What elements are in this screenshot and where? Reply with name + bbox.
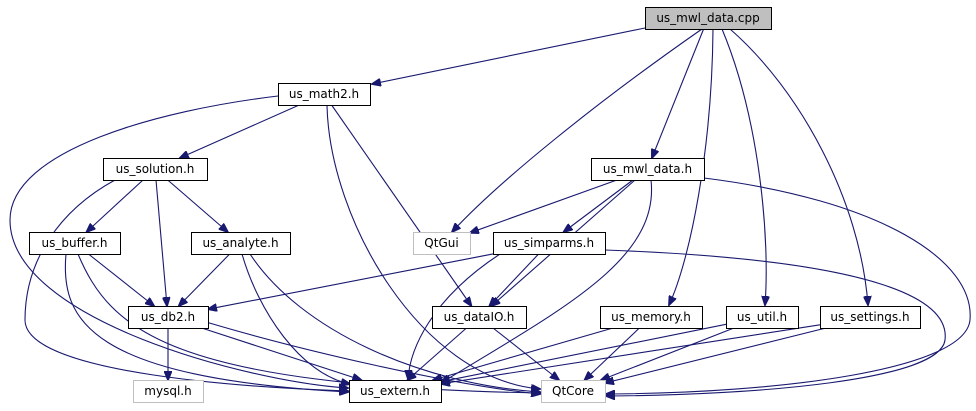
node-label: us_util.h — [737, 310, 787, 324]
node-util[interactable]: us_util.h — [726, 306, 799, 329]
node-label: us_settings.h — [830, 310, 909, 324]
node-box — [541, 380, 606, 403]
edge-settings-to-extern — [441, 324, 821, 384]
node-label: us_extern.h — [360, 384, 430, 398]
edge-simparms-to-extern — [408, 253, 501, 379]
edge-buffer-to-extern — [64, 253, 348, 392]
node-box — [128, 306, 209, 329]
edge-analyte-to-extern — [241, 253, 350, 384]
edge-dataio-to-extern — [408, 327, 467, 380]
node-box — [133, 380, 204, 403]
node-box — [413, 232, 471, 255]
edge-root-to-util — [721, 28, 766, 305]
node-label: QtGui — [424, 236, 458, 250]
edge-simparms-to-db2 — [208, 253, 494, 309]
edge-math2-to-qtcore — [326, 105, 540, 389]
node-label: us_math2.h — [289, 87, 359, 101]
edge-math2-to-solution — [180, 104, 300, 158]
node-box — [191, 232, 291, 255]
node-box — [600, 306, 703, 329]
node-label: us_analyte.h — [202, 236, 278, 250]
edge-db2-to-extern — [201, 327, 362, 380]
edge-db2-to-qtcore — [205, 321, 540, 394]
node-box — [349, 380, 442, 403]
node-db2[interactable]: us_db2.h — [128, 306, 209, 329]
node-box — [103, 158, 208, 181]
edge-mwl-to-extern — [441, 179, 653, 383]
node-box — [645, 7, 772, 30]
node-label: mysql.h — [144, 384, 191, 398]
node-box — [493, 232, 606, 255]
edge-math2-to-extern — [9, 95, 348, 388]
edge-simparms-to-qtcore — [605, 249, 946, 396]
edge-solution-to-extern — [24, 179, 348, 391]
edge-analyte-to-qtcore — [249, 253, 540, 392]
edge-root-to-qtgui — [452, 28, 703, 232]
edge-math2-to-dataio — [331, 104, 472, 306]
node-box — [820, 306, 921, 329]
edge-root-to-settings — [729, 28, 868, 305]
node-box — [432, 306, 527, 329]
node-qtcore[interactable]: QtCore — [541, 380, 606, 403]
node-extern[interactable]: us_extern.h — [349, 380, 442, 403]
edge-solution-to-buffer — [87, 179, 144, 232]
node-label: us_solution.h — [116, 162, 195, 176]
node-box — [726, 306, 799, 329]
node-label: QtCore — [552, 384, 594, 398]
edge-root-to-mwl — [652, 28, 705, 158]
edge-memory-to-extern — [433, 327, 614, 380]
edge-solution-to-db2 — [155, 179, 167, 306]
node-math2[interactable]: us_math2.h — [278, 83, 371, 106]
node-analyte[interactable]: us_analyte.h — [191, 232, 291, 255]
node-label: us_simparms.h — [504, 236, 594, 250]
edge-solution-to-analyte — [167, 179, 228, 232]
edge-util-to-extern — [441, 323, 727, 381]
node-box — [591, 158, 705, 181]
edge-memory-to-qtcore — [585, 327, 640, 380]
edge-simparms-to-dataio — [489, 253, 539, 306]
node-root[interactable]: us_mwl_data.cpp — [645, 7, 772, 30]
edges-layer — [9, 27, 971, 396]
node-box — [278, 83, 371, 106]
node-mysql[interactable]: mysql.h — [133, 380, 204, 403]
node-dataio[interactable]: us_dataIO.h — [432, 306, 527, 329]
edge-mwl-to-qtgui — [470, 179, 618, 233]
node-label: us_memory.h — [611, 310, 691, 324]
edge-root-to-memory — [669, 28, 714, 305]
node-buffer[interactable]: us_buffer.h — [29, 232, 121, 255]
node-memory[interactable]: us_memory.h — [600, 306, 703, 329]
edge-mwl-to-qtcore — [606, 177, 971, 394]
node-solution[interactable]: us_solution.h — [103, 158, 208, 181]
node-box — [29, 232, 121, 255]
edge-root-to-math2 — [372, 27, 646, 84]
edge-mwl-to-simparms — [564, 179, 634, 232]
node-simparms[interactable]: us_simparms.h — [493, 232, 606, 255]
edge-analyte-to-db2 — [179, 253, 231, 306]
node-label: us_mwl_data.cpp — [656, 11, 759, 25]
edge-dataio-to-qtcore — [492, 327, 559, 380]
node-label: us_mwl_data.h — [603, 162, 692, 176]
node-label: us_buffer.h — [42, 236, 108, 250]
node-label: us_dataIO.h — [444, 310, 515, 324]
node-mwl[interactable]: us_mwl_data.h — [591, 158, 705, 181]
edge-buffer-to-db2 — [88, 253, 154, 306]
node-settings[interactable]: us_settings.h — [820, 306, 921, 329]
edge-util-to-qtcore — [601, 327, 735, 380]
node-label: us_db2.h — [141, 310, 195, 324]
edge-settings-to-qtcore — [605, 327, 827, 383]
node-qtgui[interactable]: QtGui — [413, 232, 471, 255]
